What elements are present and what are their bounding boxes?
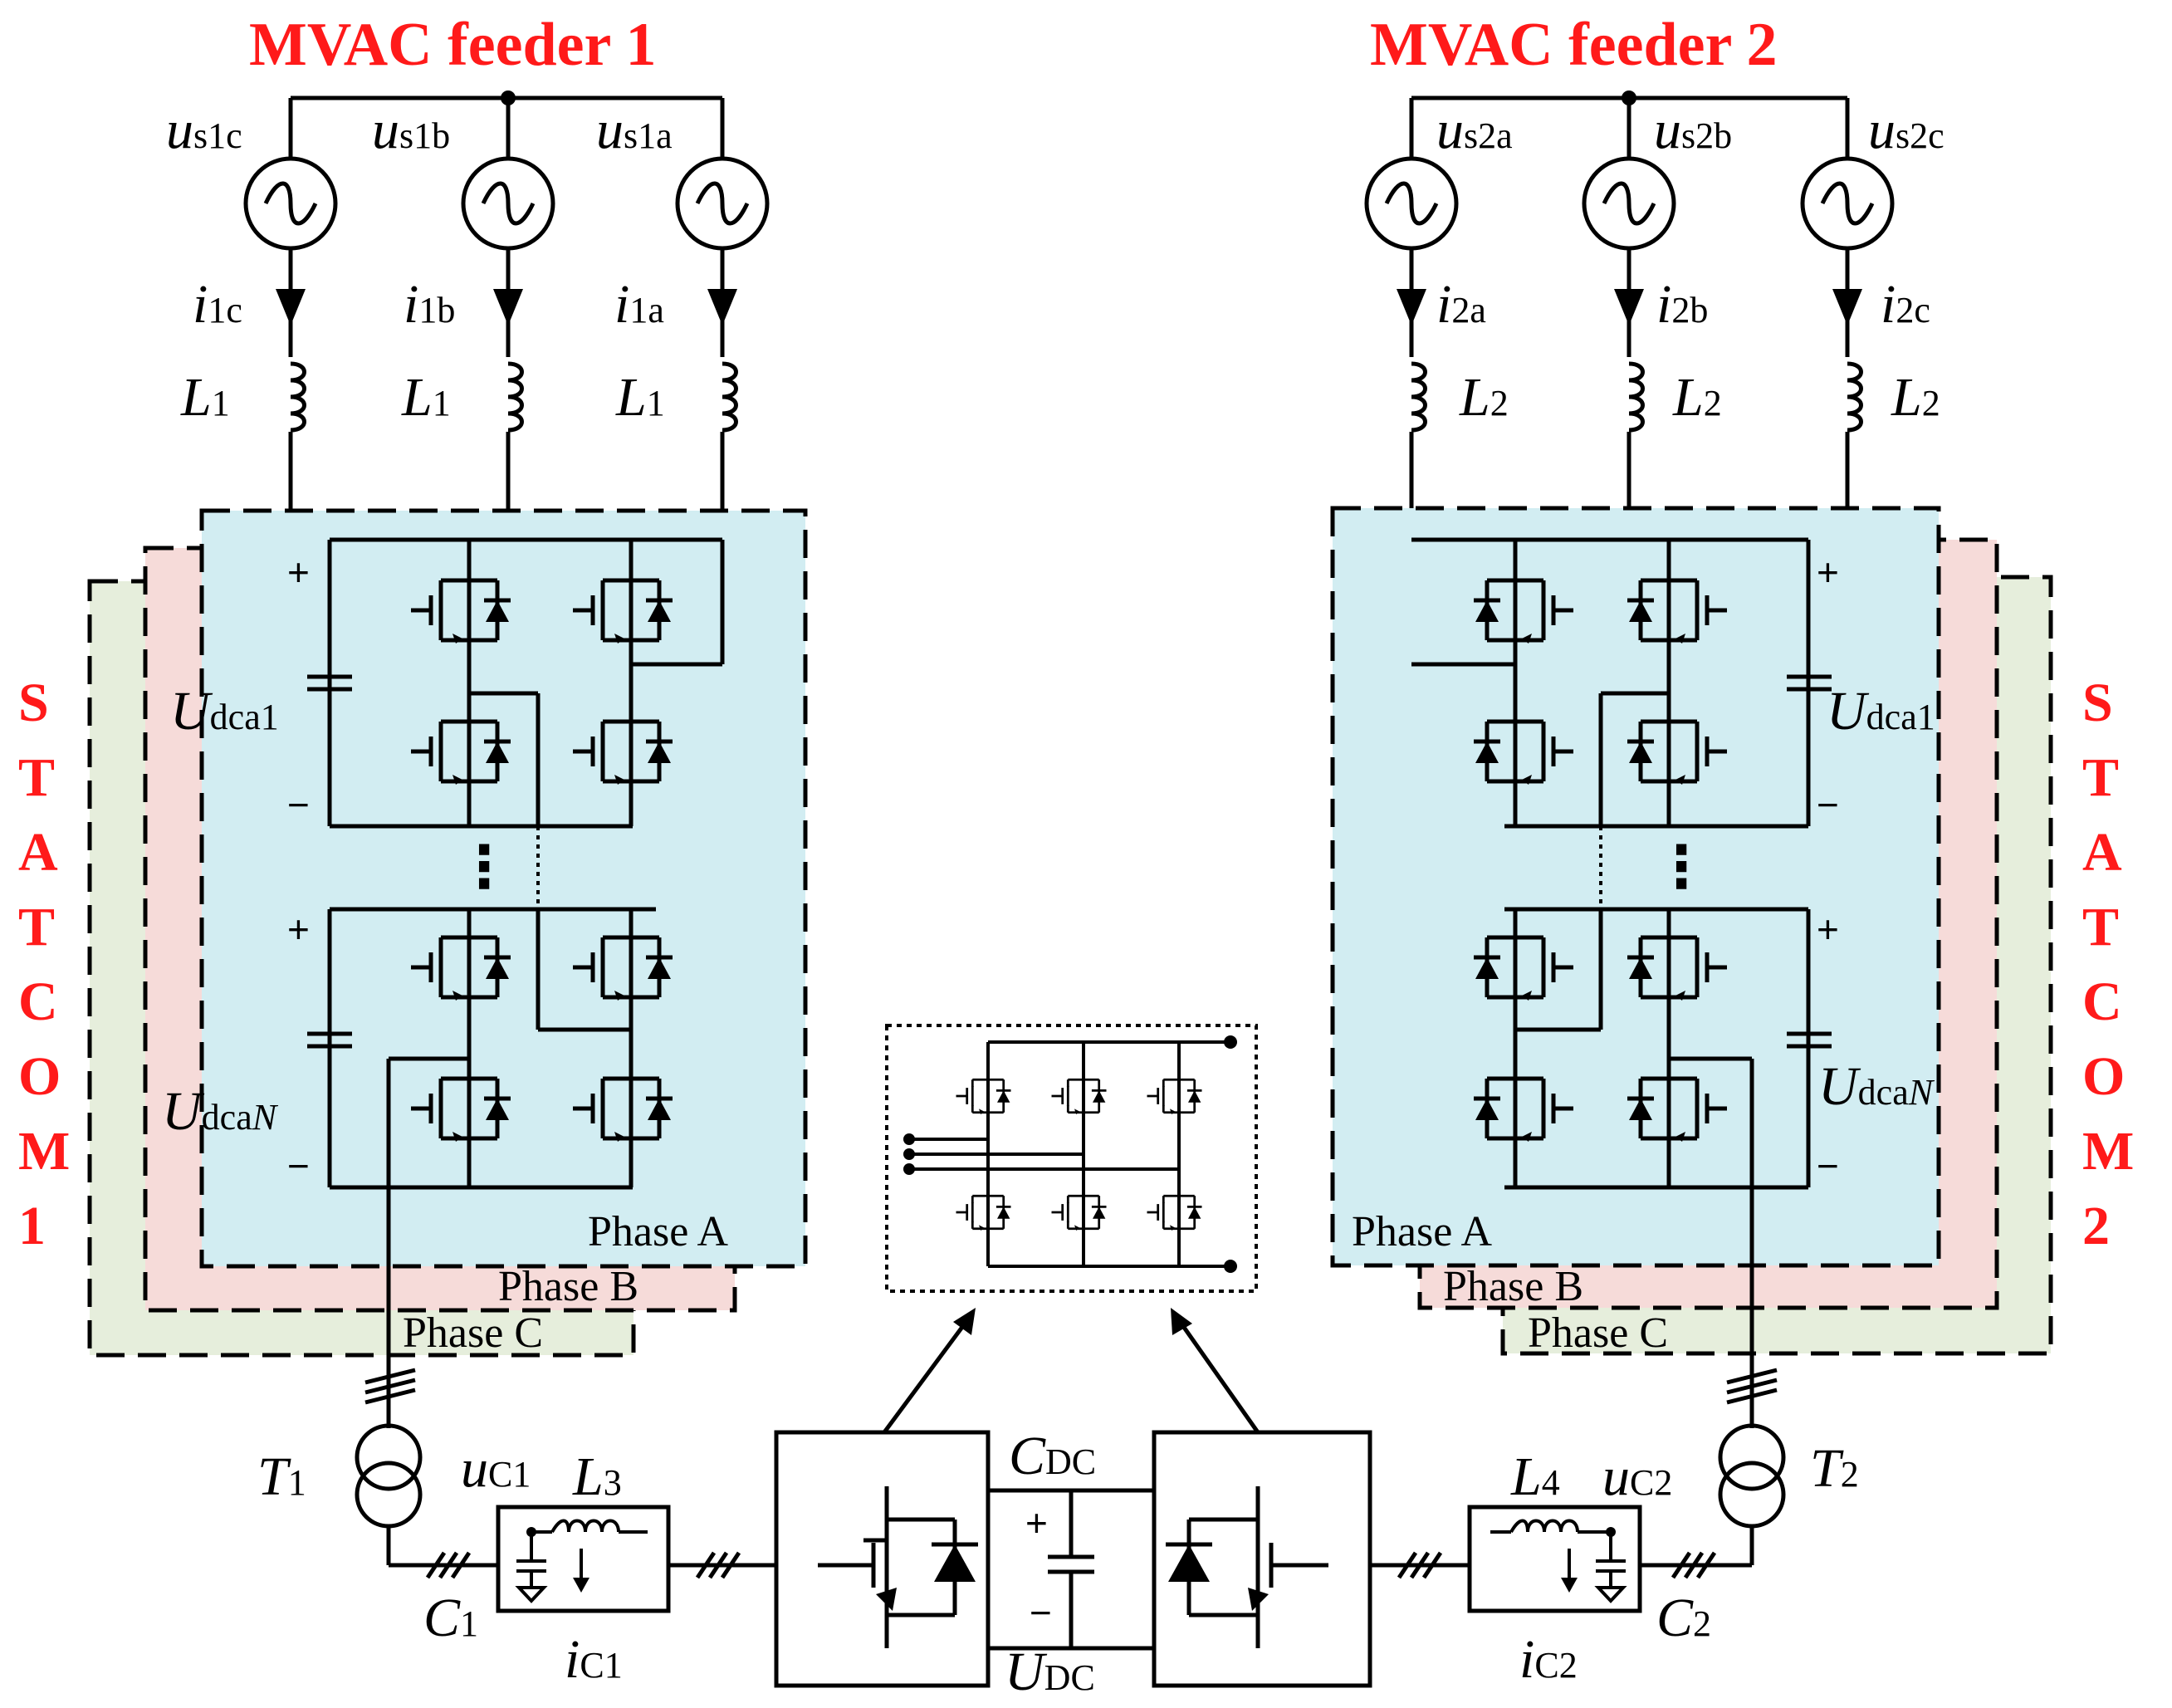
us2c-label: us2c — [1868, 100, 1945, 160]
svg-text:T: T — [2082, 897, 2119, 957]
statcom1-vertical-label: S T A T C O M 1 — [18, 673, 70, 1256]
left-transformer-path — [355, 1353, 776, 1613]
t1-label: T1 — [257, 1446, 306, 1507]
right-transformer-path — [1370, 1353, 1786, 1613]
svg-text:O: O — [2082, 1046, 2125, 1107]
us1a-label: us1a — [596, 100, 673, 160]
dc-plus: + — [1025, 1501, 1048, 1544]
i1b-label: i1b — [404, 274, 455, 335]
ic2-label: iC2 — [1519, 1629, 1578, 1690]
statcom1-phase-a-box — [199, 508, 808, 1269]
l3-label: L3 — [572, 1446, 622, 1507]
us2a-label: us2a — [1436, 100, 1513, 160]
us2b-label: us2b — [1654, 100, 1732, 160]
statcom2-phase-b-label: Phase B — [1443, 1263, 1583, 1310]
statcom1-ellipsis: ⋮ — [455, 834, 513, 899]
i1a-label: i1a — [614, 274, 664, 335]
ic1-label: iC1 — [565, 1629, 623, 1690]
uc2-label: uC2 — [1602, 1446, 1672, 1507]
svg-text:A: A — [18, 822, 58, 883]
statcom1-plus-2: + — [287, 908, 310, 951]
svg-text:O: O — [18, 1046, 61, 1107]
svg-text:T: T — [2082, 747, 2119, 808]
l2-label-b: L2 — [1672, 367, 1722, 428]
statcom1-hbridge-bottom — [307, 826, 673, 1353]
statcom2-phase-c-label: Phase C — [1528, 1309, 1668, 1357]
us1c-label: us1c — [166, 100, 242, 160]
svg-text:C: C — [2082, 971, 2122, 1032]
statcom1-hbridge-top — [307, 537, 725, 829]
i2b-label: i2b — [1656, 274, 1708, 335]
statcom2-vertical-label: S T A T C O M 2 — [2082, 673, 2134, 1256]
cdc-label: CDC — [1009, 1426, 1096, 1486]
detail-arrows — [882, 1308, 1260, 1434]
t2-label: T2 — [1810, 1438, 1859, 1499]
i2a-label: i2a — [1436, 274, 1486, 335]
statcom2-plus-2: + — [1817, 908, 1839, 951]
us1b-label: us1b — [372, 100, 450, 160]
c2-label: C2 — [1656, 1588, 1711, 1648]
feeder2-title: MVAC feeder 2 — [1370, 11, 1777, 79]
inverter-detail-box — [885, 1024, 1258, 1293]
statcom1-minus-2: − — [287, 1144, 310, 1187]
right-converter-box — [1152, 1430, 1372, 1688]
statcom2-hbridge-top — [1411, 537, 1832, 829]
l1-label-a: L1 — [615, 367, 665, 428]
svg-text:M: M — [2082, 1121, 2134, 1182]
statcom1-phase-b-label: Phase B — [498, 1263, 638, 1310]
statcom2-phase-a-box — [1330, 506, 1941, 1268]
udc-label: UDC — [1005, 1642, 1095, 1702]
svg-text:1: 1 — [18, 1196, 46, 1256]
svg-text:T: T — [18, 747, 55, 808]
statcom1-phase-c-label: Phase C — [403, 1309, 543, 1357]
dc-minus: − — [1030, 1591, 1052, 1634]
uc1-label: uC1 — [461, 1438, 531, 1499]
left-converter-box — [774, 1430, 991, 1688]
statcom1-plus-1: + — [287, 551, 310, 594]
statcom2-hbridge-bottom — [1474, 826, 1832, 1353]
statcom1-phase-a-label: Phase A — [588, 1208, 728, 1255]
statcom2-udca1: Udca1 — [1827, 681, 1935, 741]
statcom2-udcan: UdcaN — [1818, 1056, 1935, 1117]
dc-link — [988, 1488, 1154, 1651]
feeder1-title: MVAC feeder 1 — [249, 11, 656, 79]
l1-label-b: L1 — [401, 367, 451, 428]
i1c-label: i1c — [193, 274, 242, 335]
statcom1-udca1: Udca1 — [170, 681, 279, 741]
l4-label: L4 — [1510, 1446, 1560, 1507]
svg-text:A: A — [2082, 822, 2122, 883]
statcom1-udcan: UdcaN — [162, 1081, 279, 1142]
i2c-label: i2c — [1881, 274, 1930, 335]
svg-text:S: S — [2082, 673, 2113, 733]
svg-text:2: 2 — [2082, 1196, 2110, 1256]
l2-label-a: L2 — [1459, 367, 1509, 428]
l1-label-c: L1 — [180, 367, 230, 428]
feeder2-network — [1367, 91, 1892, 664]
svg-text:S: S — [18, 673, 49, 733]
statcom2-minus-2: − — [1817, 1144, 1839, 1187]
statcom2-plus-1: + — [1817, 551, 1839, 594]
l2-label-c: L2 — [1891, 367, 1940, 428]
svg-text:C: C — [18, 971, 58, 1032]
statcom2-ellipsis: ⋮ — [1652, 834, 1710, 899]
svg-text:T: T — [18, 897, 55, 957]
statcom2-minus-1: − — [1817, 783, 1839, 826]
statcom1-minus-1: − — [287, 783, 310, 826]
statcom2-phase-a-label: Phase A — [1352, 1208, 1492, 1255]
c1-label: C1 — [423, 1588, 478, 1648]
svg-text:M: M — [18, 1121, 70, 1182]
